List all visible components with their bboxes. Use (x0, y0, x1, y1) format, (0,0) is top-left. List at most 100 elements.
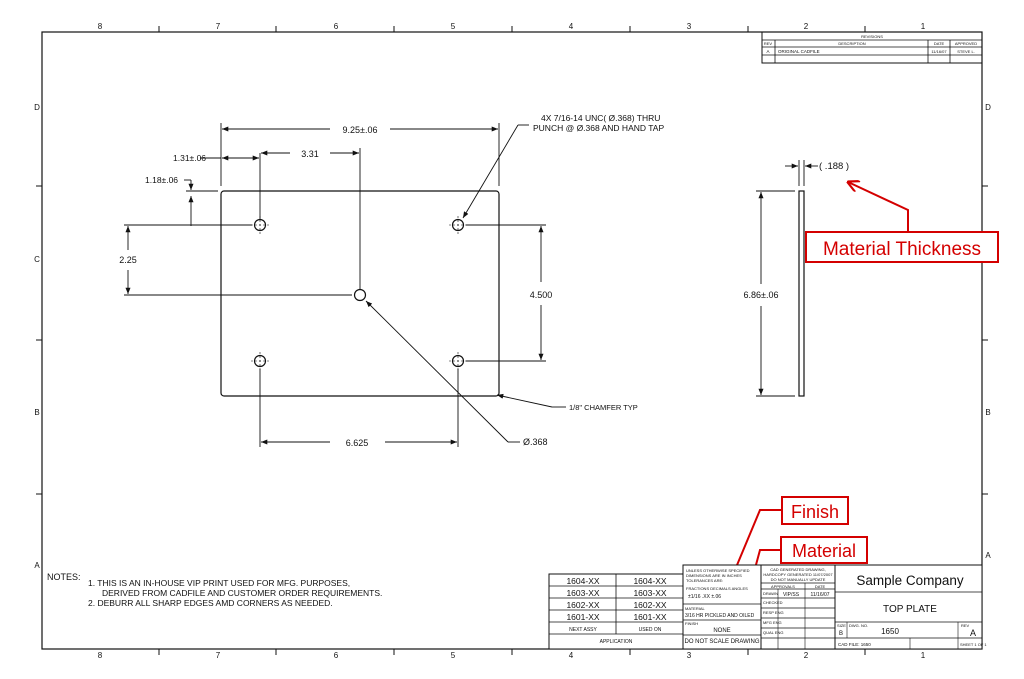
rev-row-approved: STEVE L. (957, 49, 975, 54)
dim-chamfer: 1/8" CHAMFER TYP (569, 403, 638, 412)
col-top-4: 4 (569, 22, 574, 31)
drawn-date: 11/16/07 (810, 592, 829, 598)
tolerance-block: UNLESS OTHERWISE SPECIFIED DIMENSIONS AR… (682, 564, 762, 650)
finish-value: NONE (713, 628, 730, 634)
col-top-6: 6 (334, 22, 339, 31)
dim-center-x: 3.31 (301, 149, 319, 159)
material-label: Material (792, 541, 856, 561)
rev-header-rev: REV (764, 41, 773, 46)
next-assy-label: NEXT ASSY (569, 627, 597, 633)
material-thickness-box (805, 231, 999, 263)
dim-overall-width: 9.25±.06 (343, 125, 378, 135)
col-top-5: 5 (451, 22, 456, 31)
approvals-header: APPROVALS (771, 584, 795, 589)
rev-row-rev: A (766, 49, 769, 54)
cad-note-2: HARDCOPY GENERATED 11/07/2007 (763, 572, 833, 577)
red-annotations: Material Thickness Finish Material (712, 182, 999, 625)
notes-label: NOTES: (47, 572, 81, 582)
tol-fractions: FRACTIONS DECIMALS ANGLES (686, 586, 748, 591)
dim-overall-height: 6.86±.06 (744, 290, 779, 300)
app-row-2-used: 1603-XX (633, 588, 666, 598)
cad-note-1: CAD GENERATED DRAWING, (770, 567, 826, 572)
col-top-1: 1 (921, 22, 926, 31)
drawing-title: TOP PLATE (883, 604, 937, 615)
col-bot-5: 5 (451, 651, 456, 660)
app-row-4-next: 1601-XX (566, 612, 599, 622)
row-left-C: C (34, 255, 40, 264)
dim-hole-y-spacing: 4.500 (530, 290, 553, 300)
drawn-label: DRAWN (763, 591, 778, 596)
dim-hole-y-offset: 1.18±.06 (145, 175, 178, 185)
dimension-texts: 9.25±.06 1.31±.06 3.31 1.18±.06 2.25 4.5… (119, 113, 849, 448)
row-left-B: B (34, 408, 39, 417)
notes: NOTES: 1. THIS IS AN IN-HOUSE VIP PRINT … (47, 572, 382, 608)
app-row-3-next: 1602-XX (566, 600, 599, 610)
dim-hole-x-spacing: 6.625 (346, 438, 369, 448)
application-label: APPLICATION (600, 639, 633, 645)
row-left-D: D (34, 103, 40, 112)
title-block: Sample Company TOP PLATE SIZE B DWG. NO.… (834, 564, 987, 650)
col-bot-4: 4 (569, 651, 574, 660)
checked-label: CHECKED (763, 600, 783, 605)
rev-value: A (970, 628, 976, 638)
tol-line3: TOLERANCES ARE: (686, 578, 723, 583)
app-row-2-next: 1603-XX (566, 588, 599, 598)
resp-eng-label: RESP ENG (763, 610, 784, 615)
size-value: B (839, 631, 843, 637)
mfg-eng-label: MFG ENG (763, 620, 782, 625)
row-right-D: D (985, 103, 991, 112)
hole-callout-line2: PUNCH @ Ø.368 AND HAND TAP (533, 123, 664, 133)
col-bot-7: 7 (216, 651, 221, 660)
rev-header-approved: APPROVED (955, 41, 977, 46)
hole-center (353, 288, 367, 302)
material-thickness-label: Material Thickness (823, 239, 981, 260)
dim-center-hole: Ø.368 (523, 437, 548, 447)
application-table: 1604-XX 1604-XX 1603-XX 1603-XX 1602-XX … (548, 573, 684, 650)
col-bot-6: 6 (334, 651, 339, 660)
col-top-3: 3 (687, 22, 692, 31)
app-row-4-used: 1601-XX (633, 612, 666, 622)
rev-header-date: DATE (934, 41, 945, 46)
dim-center-y: 2.25 (119, 255, 137, 265)
app-row-3-used: 1602-XX (633, 600, 666, 610)
do-not-scale: DO NOT SCALE DRAWING (684, 639, 759, 645)
material-box (780, 536, 868, 564)
used-on-label: USED ON (639, 627, 662, 633)
note-1-cont: DERIVED FROM CADFILE AND CUSTOMER ORDER … (102, 588, 382, 598)
material-value: 3/16 HR PICKLED AND OILED (685, 613, 755, 619)
hole-callout-line1: 4X 7/16-14 UNC( Ø.368) THRU (541, 113, 660, 123)
material-field-label: MATERIAL (685, 606, 705, 611)
tol-line1: UNLESS OTHERWISE SPECIFIED (686, 568, 750, 573)
plate-front-view (220, 190, 500, 397)
row-right-A: A (985, 551, 991, 560)
rev-row-date: 11/16/07 (931, 49, 947, 54)
plate-side-view (756, 160, 818, 397)
finish-label: Finish (791, 502, 839, 522)
col-top-2: 2 (804, 22, 809, 31)
dwg-no-label: DWG. NO. (849, 623, 868, 628)
col-top-8: 8 (98, 22, 103, 31)
size-label: SIZE (837, 623, 846, 628)
dwg-no-value: 1650 (881, 627, 899, 636)
cad-note-3: DO NOT MANUALLY UPDATE (771, 577, 826, 582)
dim-hole-x-offset: 1.31±.06 (173, 153, 206, 163)
sheet-number: SHEET 1 OF 1 (960, 642, 987, 647)
dim-thickness: ( .188 ) (819, 161, 849, 172)
zone-ticks (36, 26, 988, 655)
drawn-by: VIP/SS (783, 592, 800, 598)
tol-values: ±1/16 .XX ±.06 (688, 594, 721, 600)
revisions-title: REVISIONS (861, 34, 883, 39)
qual-eng-label: QUAL ENG (763, 630, 784, 635)
rev-label: REV (961, 623, 970, 628)
note-2: 2. DEBURR ALL SHARP EDGES AMD CORNERS AS… (88, 598, 333, 608)
approvals-date-header: DATE (815, 584, 826, 589)
revisions-table: REVISIONS REV DESCRIPTION DATE APPROVED … (761, 31, 983, 64)
col-bot-3: 3 (687, 651, 692, 660)
app-row-1-next: 1604-XX (566, 576, 599, 586)
zone-labels: 8 7 6 5 4 3 2 1 8 7 6 5 4 3 2 1 D C B A … (34, 22, 991, 660)
col-bot-1: 1 (921, 651, 926, 660)
tol-line2: DIMENSIONS ARE IN INCHES (686, 573, 742, 578)
finish-field-label: FINISH (685, 621, 698, 626)
col-bot-8: 8 (98, 651, 103, 660)
